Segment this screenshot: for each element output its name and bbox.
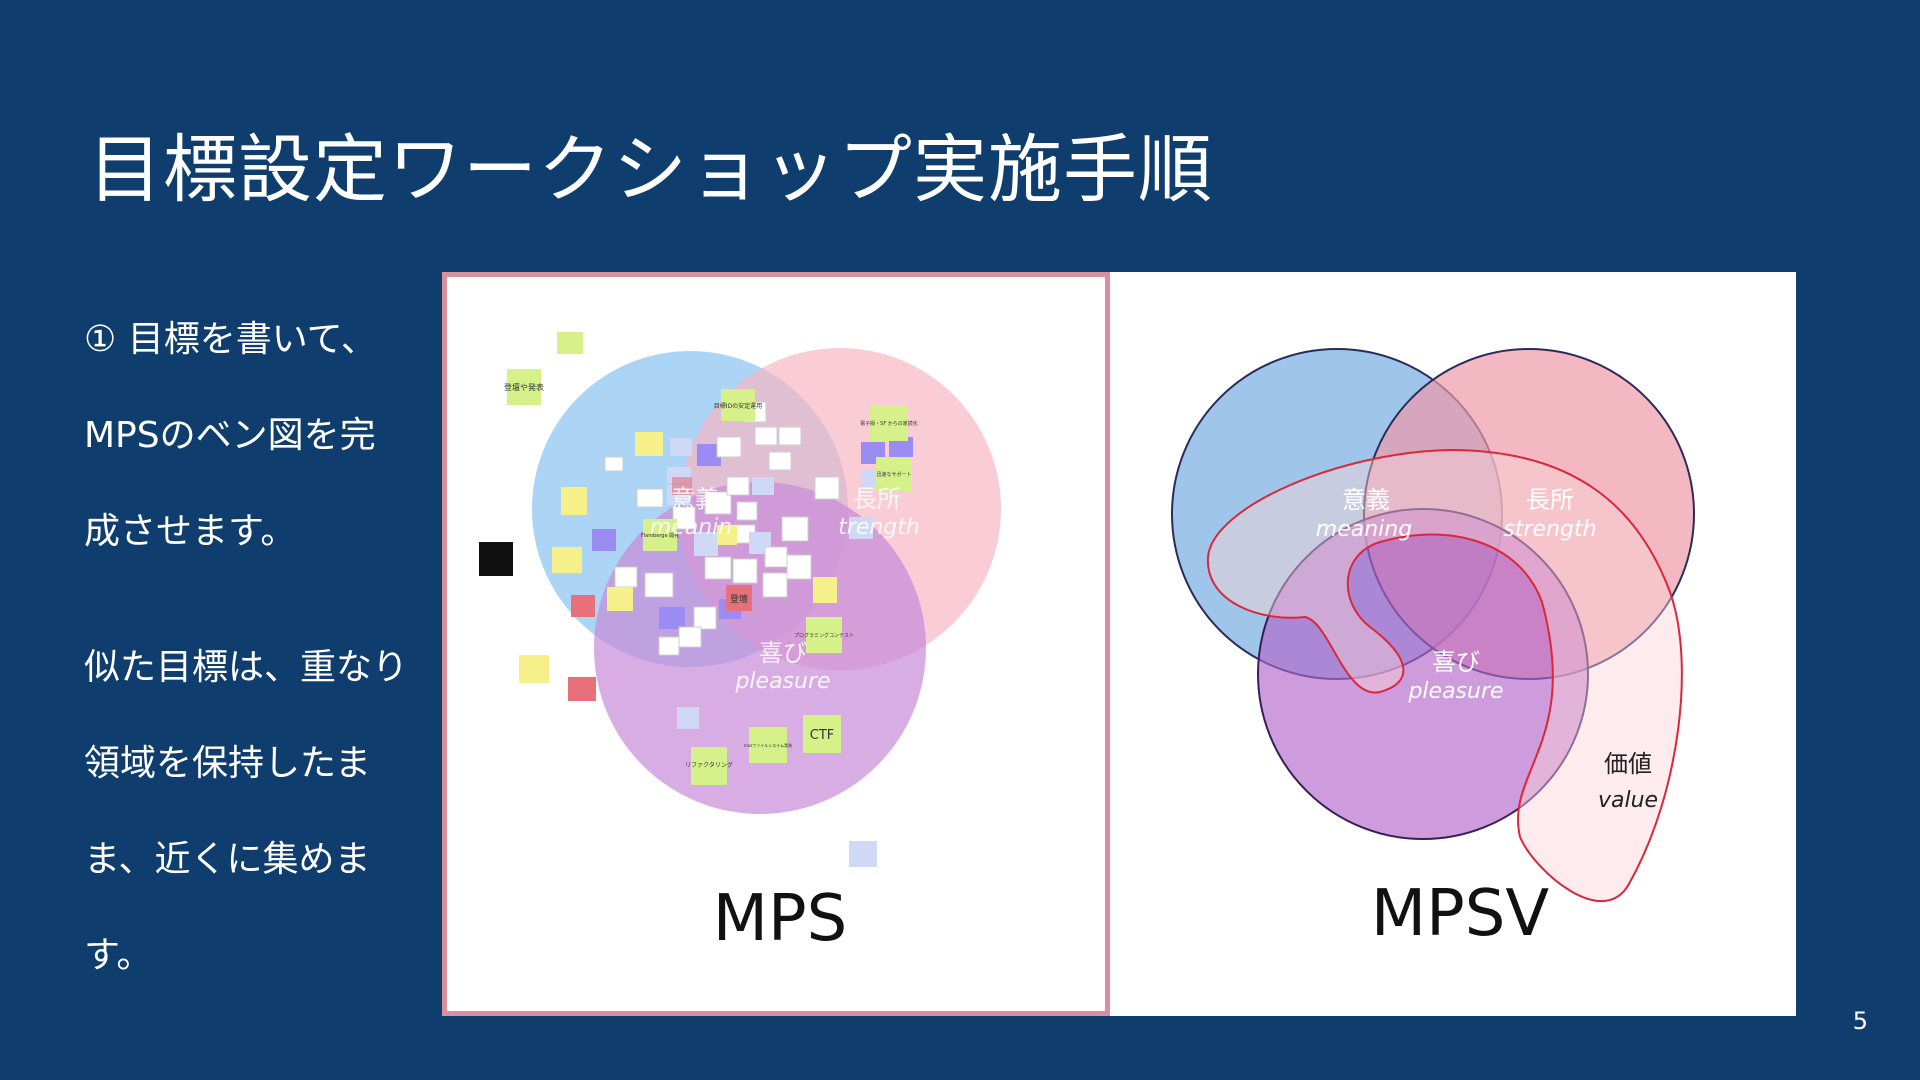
sticky-note-label: プログラミングコンテスト [794,632,854,639]
sticky-note-登壇: 登壇 [726,585,752,611]
paragraph-2: 似た目標は、重なり 領域を保持したま ま、近くに集めま す。 [84,620,424,1004]
mps-meaning-label-en: meanin [650,515,732,540]
paragraph-2-line-3: ま、近くに集めま [84,839,371,880]
sticky-note-label: 迅速なサポート [876,471,911,478]
mpsv-value-region [1206,448,1683,903]
mps-strength-label-jp: 長所 [853,485,901,513]
sticky-note-目標id: 目標IDの安定運用 [714,389,762,421]
paragraph-2-line-1: 似た目標は、重なり [84,647,409,688]
paragraph-2-line-2: 領域を保持したま [84,743,371,784]
sticky-note-moz: mozファイルシステム実装 [744,727,792,763]
sticky-note-label: 登壇や発表 [504,382,544,392]
sticky-note-refactoring: リファクタリング [685,747,733,785]
mpsv-value-label-jp: 価値 [1604,750,1652,778]
small-sticky-notes [479,332,913,867]
paragraph-1: ① 目標を書いて、 MPSのベン図を完 成させます。 [84,292,424,580]
sticky-note-flamberge: Flamberge 開発 [641,519,679,551]
sticky-note-label: Flamberge 開発 [641,532,679,539]
mpsv-pleasure-label-jp: 喜び [1432,648,1480,676]
mps-diagram-panel: 登壇や発表 目標IDの安定運用 電子版・SF からの家読化 迅速なサポート Fl… [442,272,1110,1016]
sticky-note-登壇や発表: 登壇や発表 [504,369,544,405]
sticky-note-label: 登壇 [730,593,748,605]
page-number: 5 [1852,1007,1868,1035]
mps-pleasure-label-en: pleasure [734,669,830,694]
sticky-note-label: 目標IDの安定運用 [714,402,762,410]
paragraph-1-line-3: 成させます。 [84,511,297,552]
mpsv-venn-diagram: 意義 meaning 長所 strength 喜び pleasure 価値 va… [1171,348,1695,951]
body-text: ① 目標を書いて、 MPSのベン図を完 成させます。 似た目標は、重なり 領域を… [84,292,424,1004]
slide-title: 目標設定ワークショップ実施手順 [88,127,1213,213]
mpsv-pleasure-label-en: pleasure [1407,679,1503,704]
mpsv-strength-label-jp: 長所 [1526,486,1574,514]
mpsv-strength-label-en: strength [1503,517,1596,542]
mpsv-diagram-panel: 意義 meaning 長所 strength 喜び pleasure 価値 va… [1110,272,1796,1016]
mps-venn-diagram: 登壇や発表 目標IDの安定運用 電子版・SF からの家読化 迅速なサポート Fl… [479,332,1001,956]
sticky-note-programming: プログラミングコンテスト [794,617,854,653]
paragraph-1-line-2: MPSのベン図を完 [84,415,376,456]
sticky-note-ctf: CTF [803,715,841,753]
mpsv-meaning-label-jp: 意義 [1342,486,1390,514]
mpsv-value-label-en: value [1598,788,1658,813]
sticky-note-label: CTF [810,728,835,743]
sticky-note-label: 電子版・SF からの家読化 [860,420,918,427]
sticky-note-電子版: 電子版・SF からの家読化 [860,405,918,441]
sticky-note-迅速なサポート: 迅速なサポート [876,457,912,491]
mps-pleasure-label-jp: 喜び [759,639,807,667]
mpsv-meaning-label-en: meaning [1316,517,1412,542]
mps-meaning-label-jp: 意義 [671,485,719,513]
mps-pleasure-circle [594,482,926,814]
paragraph-1-line-1: ① 目標を書いて、 [84,319,377,360]
mps-caption: MPS [713,882,847,956]
sticky-note-label: リファクタリング [685,761,733,769]
mpsv-pleasure-circle [1257,508,1589,840]
paragraph-2-line-4: す。 [84,935,153,976]
mpsv-caption: MPSV [1371,877,1549,951]
mps-strength-label-en: trength [838,515,920,540]
sticky-note-label: mozファイルシステム実装 [744,742,792,748]
